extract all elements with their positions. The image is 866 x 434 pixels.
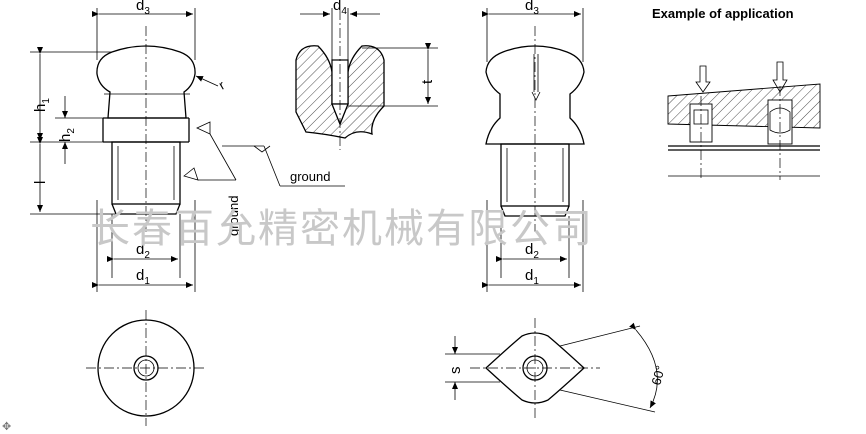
label-d3: d3 <box>136 0 150 17</box>
label-s: s <box>447 367 464 375</box>
view-round-head-side <box>30 8 345 292</box>
label-angle: 60° <box>648 364 668 387</box>
label-h1: h1 <box>32 98 52 112</box>
view-round-head-top <box>86 310 206 426</box>
view-diamond-head-top <box>445 318 658 418</box>
label-l: l <box>32 181 49 184</box>
move-icon[interactable]: ✥ <box>2 420 12 433</box>
label-d3-right: d3 <box>525 0 539 17</box>
view-section-detail <box>295 8 438 150</box>
watermark-text: 长春百允精密机械有限公司 <box>90 206 594 252</box>
view-diamond-head-side <box>482 8 585 292</box>
label-d1: d1 <box>136 267 150 287</box>
label-t: t <box>419 79 436 84</box>
label-r: r <box>216 77 228 92</box>
view-example-application <box>667 61 821 180</box>
label-d1-right: d1 <box>525 267 539 287</box>
label-h2: h2 <box>57 128 77 142</box>
label-d2-right: d2 <box>525 241 539 261</box>
label-d2: d2 <box>136 241 150 261</box>
example-title: Example of application <box>652 6 794 21</box>
label-ground-vertical: ground <box>226 196 241 236</box>
label-ground: ground <box>290 169 330 184</box>
label-d4: d4 <box>333 0 347 17</box>
dimension-labels: d3 d4 d3 d2 d1 d2 d1 h1 h2 l t r s 60° g… <box>32 0 794 387</box>
